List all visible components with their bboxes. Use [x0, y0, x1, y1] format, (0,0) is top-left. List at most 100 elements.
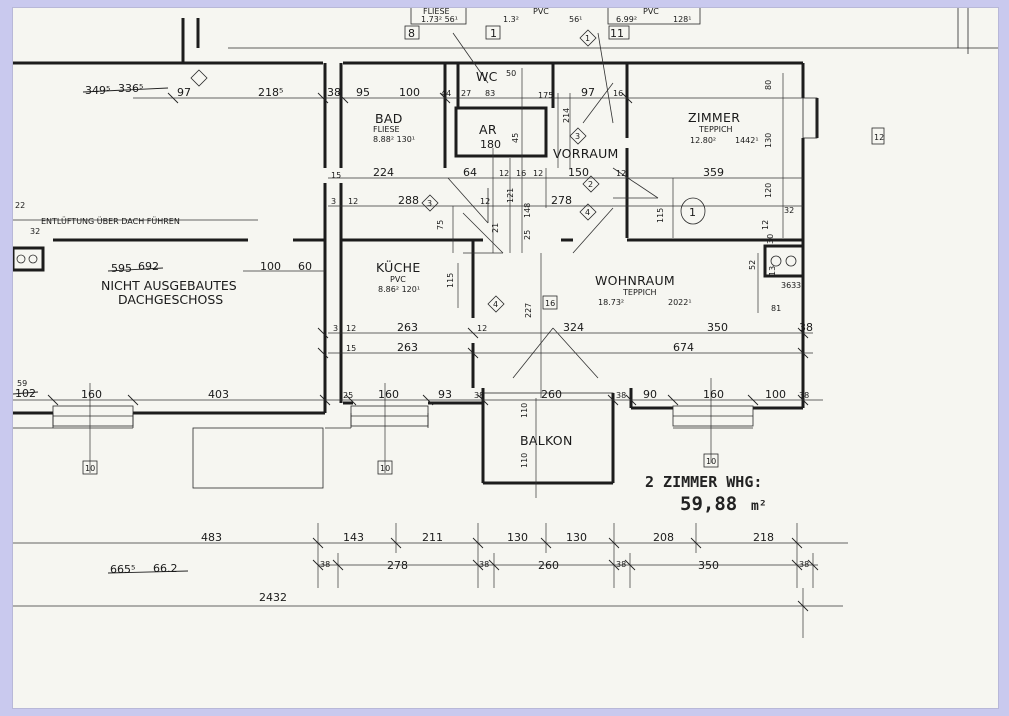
dim-kueche: 3 — [333, 324, 338, 333]
dim-vertical: 175 — [538, 91, 553, 100]
marker-box-8 — [404, 25, 420, 40]
dim-vertical: 130 — [764, 133, 773, 148]
diamond-marker — [487, 295, 505, 313]
dim-sum-top: 211 — [422, 531, 443, 544]
marker-12-text: 12 — [874, 133, 884, 142]
dim-kueche: 38 — [799, 321, 813, 334]
dim-vertical: 81 — [771, 304, 781, 313]
dim-vertical: 25 — [523, 230, 532, 240]
diamond-4b-text: 4 — [493, 300, 498, 309]
dim-mid: 64 — [463, 166, 477, 179]
dim-row3: 278 — [551, 194, 572, 207]
dim-vertical: 80 — [764, 80, 773, 90]
dim-row3: 32 — [784, 206, 794, 215]
dim-vertical: 45 — [511, 133, 520, 143]
dim-row3: 12 — [480, 197, 490, 206]
dim-bottom: 403 — [208, 388, 229, 401]
dim-top: 97 — [177, 86, 191, 99]
struck-value: 665⁵ — [110, 563, 135, 576]
dim-bottom: 260 — [541, 388, 562, 401]
apartment-area-unit: m² — [751, 499, 767, 514]
dim-bottom: 93 — [438, 388, 452, 401]
dimension-texts: 97 218⁵ 38 95 100 44 27 83 50 97 16 224 … — [15, 69, 813, 604]
room-labels: BAD FLIESE 8.88² 130¹ WC AR 180 VORRAUM … — [373, 69, 759, 448]
room-wohnraum-name: WOHNRAUM — [595, 273, 675, 288]
room-bad-area: 8.88² 130¹ — [373, 135, 415, 144]
apartment-area: 59,88 — [680, 493, 737, 515]
dim-small: 60 — [298, 260, 312, 273]
dim-vertical: 75 — [436, 220, 445, 230]
room-kueche-floor: PVC — [390, 275, 406, 284]
diamond-3-text: 3 — [427, 199, 432, 208]
dim-top: 38 — [327, 86, 341, 99]
dim-sum-mid: 38 — [479, 560, 489, 569]
marker-box-11 — [608, 25, 630, 40]
struck-value: 595 — [111, 262, 132, 275]
marker-box-1 — [485, 25, 501, 40]
dim-sum-top: 130 — [507, 531, 528, 544]
top-c-floor: PVC — [643, 8, 659, 16]
dim-bottom: 38 — [474, 391, 484, 400]
struck-value: 66.2 — [153, 562, 178, 575]
apartment-type: 2 ZIMMER WHG: — [645, 473, 762, 491]
marker-box-10 — [82, 460, 98, 475]
dim-vertical: 115 — [656, 208, 665, 223]
room-wohnraum-area-a: 18.73² — [598, 298, 624, 307]
top-room-labels: FLIESE 1.73² 56¹ PVC 1.3² 56¹ PVC 6.99² … — [410, 5, 701, 25]
diamond-3b-text: 3 — [575, 132, 580, 141]
room-zimmer-area-b: 1442¹ — [735, 136, 759, 145]
dim-kueche: 350 — [707, 321, 728, 334]
dim-top: 95 — [356, 86, 370, 99]
dim-bottom: 160 — [81, 388, 102, 401]
dim-sum-mid: 278 — [387, 559, 408, 572]
room-zimmer-area-a: 12.80² — [690, 136, 716, 145]
ventilation-note: ENTLÜFTUNG ÜBER DACH FÜHREN — [41, 216, 180, 226]
dim-lower-right: 363 — [781, 281, 796, 290]
dim-sum-top: 483 — [201, 531, 222, 544]
dim-bottom: 160 — [378, 388, 399, 401]
dim-vertical: 227 — [524, 303, 533, 318]
dim-sum-top: 143 — [343, 531, 364, 544]
top-c-right: 128¹ — [673, 15, 691, 24]
room-kueche-name: KÜCHE — [376, 259, 421, 275]
windows — [52, 97, 818, 427]
dim-top: 16 — [613, 89, 623, 98]
top-c-left: 6.99² — [616, 15, 637, 24]
top-b-floor: PVC — [533, 8, 549, 16]
attic-note-line2: DACHGESCHOSS — [118, 292, 223, 307]
dim-vertical: 110 — [520, 403, 529, 418]
room-wohnraum-floor: TEPPICH — [622, 288, 657, 297]
dim-small: 32 — [30, 227, 40, 236]
struck-value: 692 — [138, 260, 159, 273]
marker-10a-text: 10 — [85, 464, 95, 473]
dim-top: 97 — [581, 86, 595, 99]
dim-sum-mid: 38 — [320, 560, 330, 569]
room-bad-name: BAD — [375, 111, 403, 126]
dim-mid: 224 — [373, 166, 394, 179]
dim-vertical: 110 — [520, 453, 529, 468]
dim-row3: 288 — [398, 194, 419, 207]
marker-11-text: 11 — [610, 27, 624, 40]
struck-value: 336⁵ — [118, 82, 143, 95]
dim-top: 50 — [506, 69, 516, 78]
dim-vertical: 121 — [506, 188, 515, 203]
dim-top: 83 — [485, 89, 495, 98]
dim-sum-top: 208 — [653, 531, 674, 544]
sheet-border-lines — [228, 8, 998, 54]
marker-box-10 — [703, 453, 719, 468]
walls — [11, 18, 819, 489]
dim-sum-mid: 350 — [698, 559, 719, 572]
marker-box-10 — [377, 460, 393, 475]
dimension-lines — [13, 68, 848, 638]
marker-1-text: 1 — [490, 27, 497, 40]
dim-sum-mid: 38 — [616, 560, 626, 569]
dim-small: 15 — [331, 171, 341, 180]
diamond-marker — [421, 194, 439, 212]
dim-sum-top: 218 — [753, 531, 774, 544]
attic-note-line1: NICHT AUSGEBAUTES — [101, 278, 237, 293]
dim-bottom: 38 — [616, 391, 626, 400]
strike-lines — [12, 87, 189, 574]
dim-vertical: 30 — [766, 234, 775, 244]
dim-bottom: 100 — [765, 388, 786, 401]
dim-top: 100 — [399, 86, 420, 99]
